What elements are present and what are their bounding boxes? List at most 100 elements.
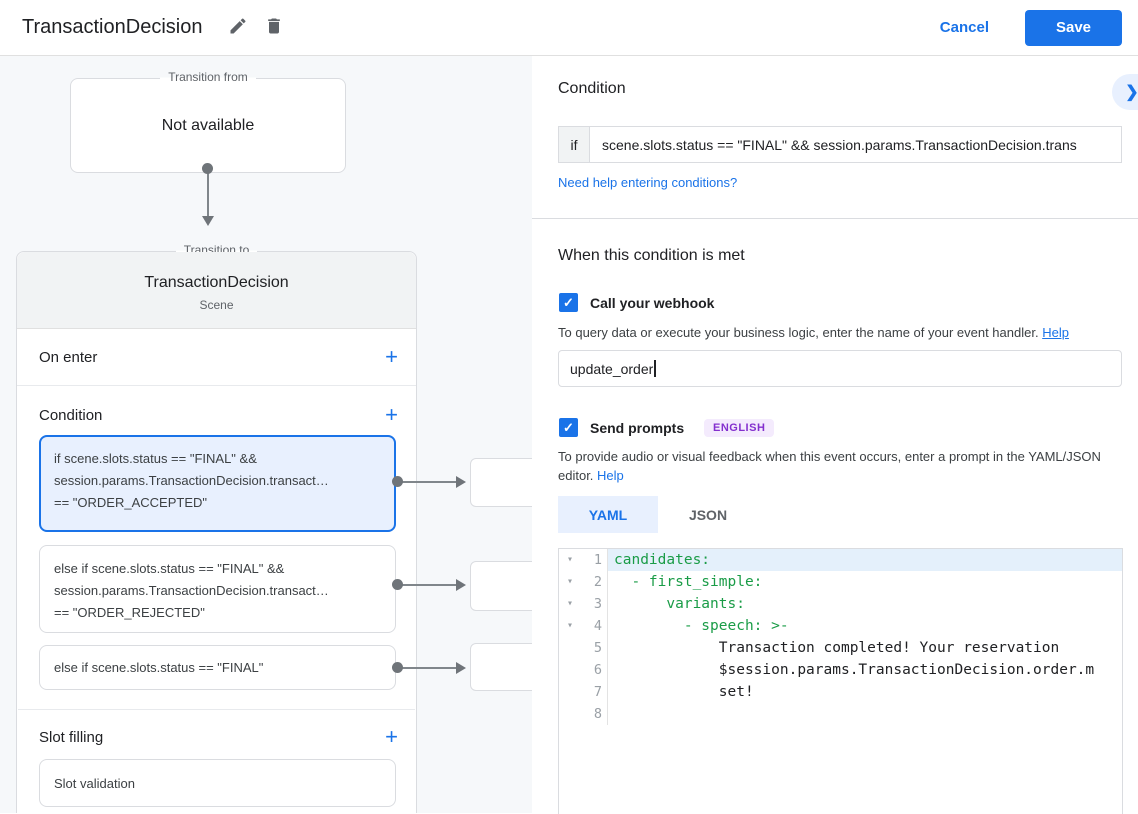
- code-line[interactable]: candidates:: [608, 549, 1122, 571]
- conditions-help-link[interactable]: Need help entering conditions?: [558, 175, 738, 190]
- trash-icon: [264, 16, 284, 39]
- code-line[interactable]: set!: [614, 684, 754, 700]
- condition-line: if scene.slots.status == "FINAL" &&: [54, 451, 257, 466]
- line-number: 2: [581, 571, 608, 593]
- if-prefix: if: [559, 127, 590, 162]
- condition-line: == "ORDER_REJECTED": [54, 605, 205, 620]
- check-icon: ✓: [563, 419, 574, 435]
- call-webhook-label[interactable]: Call your webhook: [590, 295, 715, 311]
- slot-filling-section-header: Slot filling +: [17, 720, 416, 754]
- yaml-editor[interactable]: ▾ 1 candidates: ▾ 2 - first_simple: ▾ 3 …: [558, 548, 1123, 814]
- webhook-description: To query data or execute your business l…: [558, 325, 1069, 340]
- code-line[interactable]: - first_simple:: [614, 574, 763, 590]
- language-badge: ENGLISH: [704, 419, 775, 437]
- fold-spacer: [559, 703, 581, 725]
- line-number: 8: [581, 703, 608, 725]
- page-title: TransactionDecision: [22, 16, 203, 38]
- condition-section-label: Condition: [39, 406, 103, 424]
- on-enter-section: On enter +: [17, 329, 416, 386]
- editor-line: ▾ 2 - first_simple:: [559, 571, 1122, 593]
- add-condition-button[interactable]: +: [385, 402, 398, 427]
- fold-arrow-icon[interactable]: ▾: [566, 598, 574, 609]
- tab-json[interactable]: JSON: [658, 496, 758, 533]
- connector-dot: [392, 476, 403, 487]
- transition-from-legend: Transition from: [71, 70, 345, 84]
- editor-line: 6 $session.params.TransactionDecision.or…: [559, 659, 1122, 681]
- on-enter-label: On enter: [39, 348, 98, 366]
- condition-card-1[interactable]: if scene.slots.status == "FINAL" && sess…: [39, 435, 396, 532]
- connector-line: [400, 481, 456, 483]
- condition-card-2[interactable]: else if scene.slots.status == "FINAL" &&…: [39, 545, 396, 633]
- chevron-right-icon: ❯: [1125, 84, 1138, 101]
- code-line[interactable]: [608, 703, 1122, 725]
- when-condition-heading: When this condition is met: [558, 247, 745, 264]
- connector-line: [400, 667, 456, 669]
- code-line[interactable]: - speech: >-: [614, 618, 789, 634]
- prompts-help-link[interactable]: Help: [597, 468, 624, 483]
- editor-format-tabs: YAML JSON: [558, 496, 758, 533]
- editor-line: ▾ 1 candidates:: [559, 549, 1122, 571]
- webhook-handler-input[interactable]: update_order: [558, 350, 1122, 387]
- fold-spacer: [559, 637, 581, 659]
- condition-expression-field[interactable]: if scene.slots.status == "FINAL" && sess…: [558, 126, 1122, 163]
- cancel-button[interactable]: Cancel: [939, 19, 989, 36]
- send-prompts-checkbox[interactable]: ✓: [559, 418, 578, 437]
- transition-to-box: Transition to TransactionDecision Scene …: [16, 243, 417, 813]
- add-slot-button[interactable]: +: [385, 724, 398, 749]
- editor-line: ▾ 4 - speech: >-: [559, 615, 1122, 637]
- connector-line: [400, 584, 456, 586]
- slot-validation-card[interactable]: Slot validation: [39, 759, 396, 807]
- condition-line: == "ORDER_ACCEPTED": [54, 495, 207, 510]
- webhook-help-link[interactable]: Help: [1042, 325, 1069, 340]
- connector-dot: [202, 163, 213, 174]
- editor-line: 5 Transaction completed! Your reservatio…: [559, 637, 1122, 659]
- webhook-handler-value: update_order: [570, 360, 654, 377]
- top-bar: TransactionDecision Cancel Save: [0, 0, 1138, 56]
- fold-arrow-icon[interactable]: ▾: [566, 554, 574, 565]
- slot-filling-label: Slot filling: [39, 728, 104, 746]
- condition-section-header: Condition +: [17, 398, 416, 432]
- fold-spacer: [559, 659, 581, 681]
- code-line[interactable]: $session.params.TransactionDecision.orde…: [614, 662, 1095, 678]
- scene-header[interactable]: TransactionDecision Scene: [17, 252, 416, 329]
- editor-line: 8: [559, 703, 1122, 725]
- scene-name: TransactionDecision: [144, 274, 289, 291]
- slot-card-label: Slot validation: [54, 775, 135, 791]
- panel-divider: [532, 218, 1138, 219]
- arrow-down-icon: [202, 216, 214, 226]
- code-line[interactable]: Transaction completed! Your reservation: [614, 640, 1060, 656]
- tab-yaml[interactable]: YAML: [558, 496, 658, 533]
- scene-type: Scene: [199, 298, 234, 312]
- delete-scene-button[interactable]: [256, 10, 292, 46]
- prompts-description: To provide audio or visual feedback when…: [558, 449, 1101, 483]
- section-divider: [18, 709, 415, 710]
- connector-line: [207, 172, 209, 217]
- line-number: 6: [581, 659, 608, 681]
- arrow-right-icon: [456, 579, 466, 591]
- connector-dot: [392, 579, 403, 590]
- edit-scene-button[interactable]: [220, 10, 256, 46]
- fold-arrow-icon[interactable]: ▾: [566, 576, 574, 587]
- condition-line: session.params.TransactionDecision.trans…: [54, 473, 329, 488]
- condition-expression-value[interactable]: scene.slots.status == "FINAL" && session…: [602, 136, 1077, 153]
- condition-card-3[interactable]: else if scene.slots.status == "FINAL": [39, 645, 396, 690]
- connector-dot: [392, 662, 403, 673]
- save-button[interactable]: Save: [1025, 9, 1122, 46]
- condition-heading: Condition: [558, 80, 626, 97]
- check-icon: ✓: [563, 294, 574, 310]
- transition-from-content: Not available: [161, 116, 255, 134]
- arrow-right-icon: [456, 476, 466, 488]
- condition-line: session.params.TransactionDecision.trans…: [54, 583, 329, 598]
- send-prompts-label[interactable]: Send prompts: [590, 420, 685, 436]
- collapse-panel-button[interactable]: ❯: [1112, 74, 1138, 110]
- line-number: 7: [581, 681, 608, 703]
- editor-line: 7 set!: [559, 681, 1122, 703]
- code-line[interactable]: variants:: [614, 596, 745, 612]
- condition-detail-panel: Condition ❯ if scene.slots.status == "FI…: [532, 56, 1138, 814]
- arrow-right-icon: [456, 662, 466, 674]
- line-number: 3: [581, 593, 608, 615]
- add-on-enter-button[interactable]: +: [385, 344, 398, 369]
- fold-arrow-icon[interactable]: ▾: [566, 620, 574, 631]
- fold-spacer: [559, 681, 581, 703]
- call-webhook-checkbox[interactable]: ✓: [559, 293, 578, 312]
